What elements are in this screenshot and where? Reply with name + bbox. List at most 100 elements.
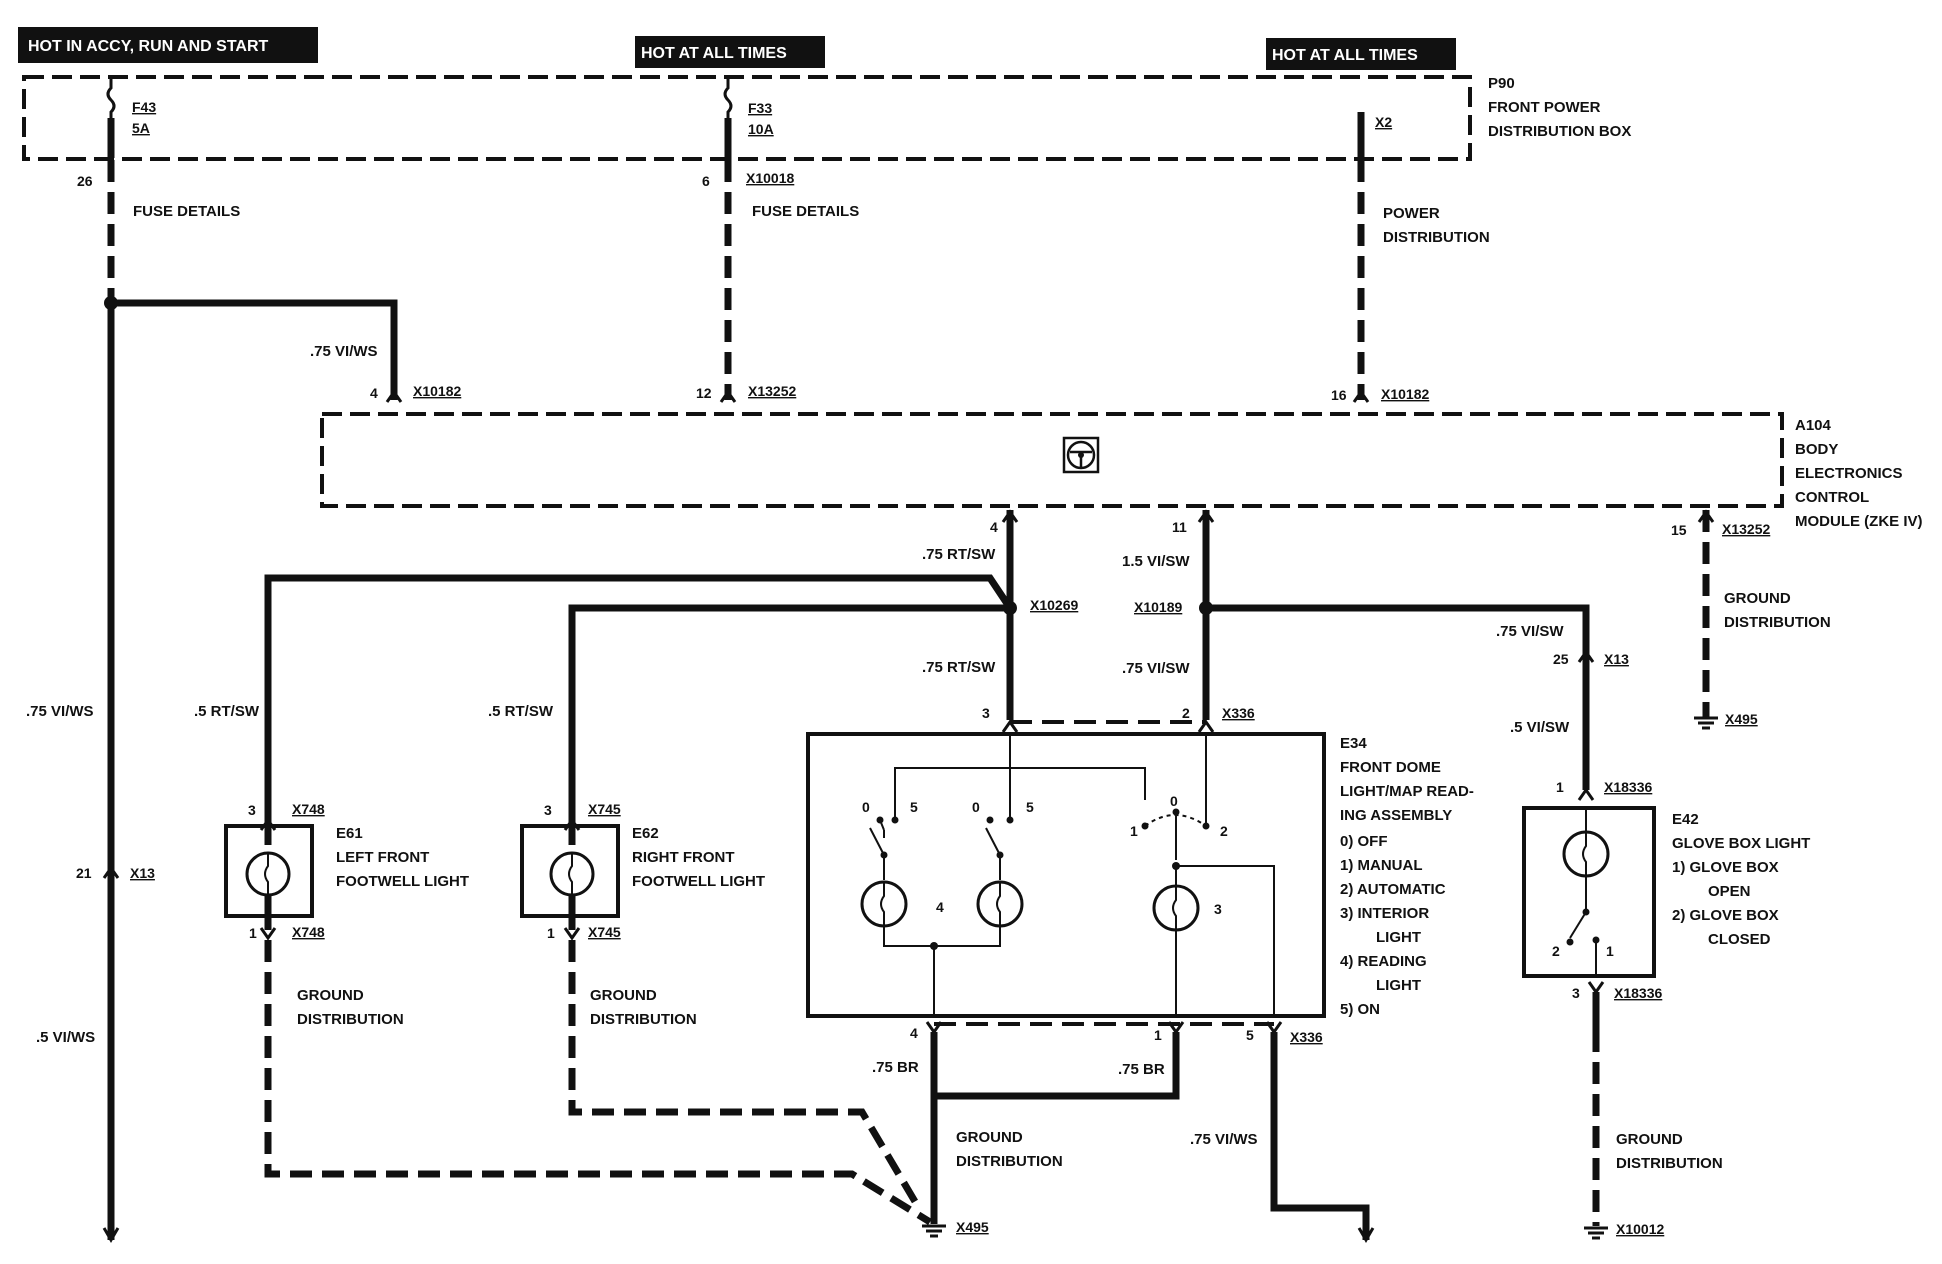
x13-left-label: X13 [130, 865, 155, 881]
e34-pin-3: 3 [982, 705, 990, 721]
x10182a-label: X10182 [413, 383, 461, 399]
e34-w75viws: .75 VI/WS [1190, 1131, 1258, 1148]
e34-pin-4: 4 [910, 1025, 918, 1041]
wire-5viws-left-label: .5 VI/WS [36, 1029, 95, 1046]
e34-filament-3-icon [1172, 886, 1177, 930]
chevron-a104-pin15-icon [1697, 509, 1715, 523]
pin-12: 12 [696, 385, 712, 401]
ground-dist-2: DISTRIBUTION [1724, 614, 1831, 631]
e34-gd-1: GROUND [956, 1129, 1023, 1146]
e34-sw3-0: 0 [1170, 793, 1178, 809]
e34-name-2: LIGHT/MAP READ- [1340, 783, 1474, 800]
e34-id: E34 [1340, 735, 1367, 752]
e34-opt-1: 1) MANUAL [1340, 857, 1423, 874]
chevron-x13-left-icon [102, 865, 120, 879]
e42-sw-2: 2 [1552, 943, 1560, 959]
e62-pin-1: 1 [547, 925, 555, 941]
ground-x10012-icon [1584, 1226, 1608, 1240]
e34-w75br-b: .75 BR [1118, 1061, 1165, 1078]
e34-w75br-a: .75 BR [872, 1059, 919, 1076]
e61-x748-top: X748 [292, 801, 325, 817]
arrow-e34-75viws-icon [1357, 1227, 1375, 1243]
e34-bulb-4: 4 [936, 899, 944, 915]
e34-filament-2-icon [996, 882, 1001, 926]
x10182b-label: X10182 [1381, 386, 1429, 402]
e34-opt-4b: LIGHT [1376, 977, 1421, 994]
wire-75visw-c-label: .75 VI/SW [1496, 623, 1564, 640]
fuse-f43-icon [106, 77, 116, 118]
a104-pin-15: 15 [1671, 522, 1687, 538]
x13-label: X13 [1604, 651, 1629, 667]
e61-name-1: LEFT FRONT [336, 849, 429, 866]
chevron-x13252a-icon [719, 389, 737, 403]
e34-opt-3a: 3) INTERIOR [1340, 905, 1429, 922]
e34-int-pin5 [1176, 865, 1275, 1018]
e42-sw-1: 1 [1606, 943, 1614, 959]
fuse-f33-icon [723, 77, 733, 118]
x10269-label: X10269 [1030, 597, 1078, 613]
chevron-x10182b-icon [1352, 389, 1370, 403]
e61-gd-1: GROUND [297, 987, 364, 1004]
wire-5rtsw-to-e61 [264, 574, 1013, 820]
header-hot-accy: HOT IN ACCY, RUN AND START [18, 27, 318, 63]
a104-id: A104 [1795, 417, 1832, 434]
e42-x10012: X10012 [1616, 1221, 1664, 1237]
e61-pin-3: 3 [248, 802, 256, 818]
chevron-a104-pin11-icon [1197, 509, 1215, 523]
e42-opt-1a: 1) GLOVE BOX [1672, 859, 1779, 876]
f33-label: F33 [748, 100, 772, 116]
wire-75rtsw-b-label: .75 RT/SW [922, 659, 996, 676]
ground-x495-bottom-icon [922, 1224, 946, 1238]
e34-sw1-5: 5 [910, 799, 918, 815]
e34-filament-1-icon [880, 882, 885, 926]
a104-name-4: MODULE (ZKE IV) [1795, 513, 1923, 530]
f43-rating: 5A [132, 120, 150, 136]
e42-pin-3: 3 [1572, 985, 1580, 1001]
e34-opt-0: 0) OFF [1340, 833, 1388, 850]
pin-4a: 4 [370, 385, 378, 401]
chevron-a104-pin4-icon [1001, 509, 1019, 523]
e42-x18336-top: X18336 [1604, 779, 1652, 795]
f43-label: F43 [132, 99, 156, 115]
fuse-details-1: FUSE DETAILS [133, 203, 240, 220]
p90-id: P90 [1488, 75, 1515, 92]
wire-75viws-to-x10182 [111, 299, 398, 400]
e34-opt-5: 5) ON [1340, 1001, 1380, 1018]
pin-6: 6 [702, 173, 710, 189]
x10189-label: X10189 [1134, 599, 1182, 615]
a104-pin-11: 11 [1172, 519, 1187, 535]
e34-sw1-0: 0 [862, 799, 870, 815]
e61-id: E61 [336, 825, 363, 842]
p90-name-2: DISTRIBUTION BOX [1488, 123, 1631, 140]
wire-e61-ground [264, 940, 932, 1225]
e61-name-2: FOOTWELL LIGHT [336, 873, 469, 890]
x495-top-label: X495 [1725, 711, 1758, 727]
x10018-label: X10018 [746, 170, 794, 186]
a104-x13252-label: X13252 [1722, 521, 1770, 537]
e34-sw1-blade [869, 827, 885, 856]
e62-name-1: RIGHT FRONT [632, 849, 735, 866]
e42-filament-icon [1582, 832, 1587, 876]
a104-name-3: CONTROL [1795, 489, 1869, 506]
e62-id: E62 [632, 825, 659, 842]
chevron-e62-bot-icon [563, 927, 581, 941]
x2-label: X2 [1375, 114, 1392, 130]
e62-filament-icon [568, 853, 573, 895]
f33-rating: 10A [748, 121, 774, 137]
e42-box [1522, 806, 1656, 978]
a104-pin-4: 4 [990, 519, 998, 535]
header-hot-all-2: HOT AT ALL TIMES [1266, 38, 1456, 70]
e34-pin-2: 2 [1182, 705, 1190, 721]
a104-name-1: BODY [1795, 441, 1838, 458]
e34-pin-1: 1 [1154, 1027, 1162, 1043]
e42-id: E42 [1672, 811, 1699, 828]
ground-dist-1: GROUND [1724, 590, 1791, 607]
chevron-e42-top-icon [1577, 787, 1595, 801]
wire-75rtsw-a-label: .75 RT/SW [922, 546, 996, 563]
e34-x336-bot: X336 [1290, 1029, 1323, 1045]
wire-75viws-left-label: .75 VI/WS [26, 703, 94, 720]
e62-pin-3: 3 [544, 802, 552, 818]
e34-int-bulbs-gnd [883, 926, 1001, 947]
wire-75viws-top-label: .75 VI/WS [310, 343, 378, 360]
e34-int-bus [894, 767, 1146, 800]
